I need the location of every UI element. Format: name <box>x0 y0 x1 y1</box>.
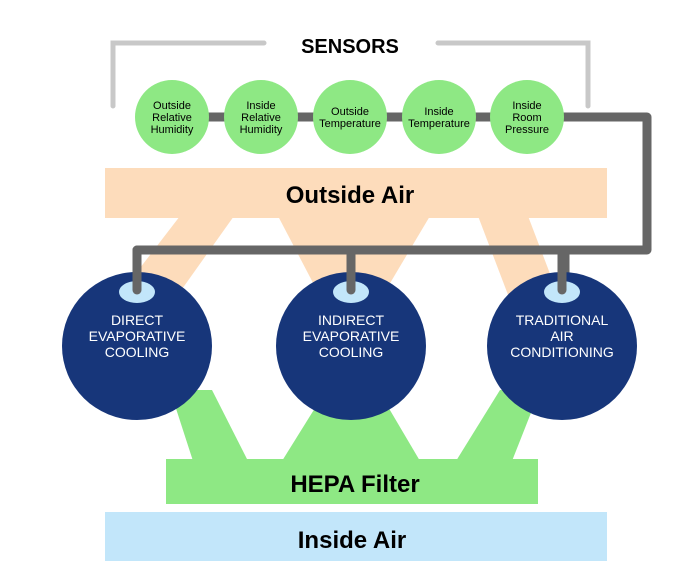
cooling-unit-label-line: TRADITIONAL <box>516 312 609 328</box>
sensor-label-line: Humidity <box>240 124 283 136</box>
inside-air-label: Inside Air <box>298 527 406 554</box>
sensor-circle <box>135 80 209 154</box>
outside-air-label: Outside Air <box>286 182 414 209</box>
hepa-filter-label: HEPA Filter <box>290 471 419 498</box>
cooling-unit-label-line: COOLING <box>105 344 170 360</box>
sensor-circle <box>490 80 564 154</box>
sensor-label-line: Relative <box>241 112 281 124</box>
sensor-label-line: Pressure <box>505 124 549 136</box>
sensor-label-line: Temperature <box>408 118 470 130</box>
cooling-unit-label-line: EVAPORATIVE <box>303 328 400 344</box>
cooling-unit-label-line: CONDITIONING <box>510 344 613 360</box>
sensors-bracket-right <box>435 40 591 109</box>
sensor-circle <box>224 80 298 154</box>
outside-air-band <box>105 168 607 218</box>
cooling-unit-circle <box>62 272 212 420</box>
hepa-funnels <box>170 390 540 461</box>
sensor-label-line: Temperature <box>319 118 381 130</box>
cooling-unit-label-line: AIR <box>550 328 573 344</box>
sensor-circle <box>402 80 476 154</box>
sensor-label-line: Outside <box>331 106 369 118</box>
sensor-label-line: Room <box>512 112 541 124</box>
sensor-label-line: Relative <box>152 112 192 124</box>
sensor-label-line: Outside <box>153 100 191 112</box>
cooling-unit-circle <box>487 272 637 420</box>
sensors-bracket-left <box>110 40 267 109</box>
hepa-filter-band <box>166 459 538 504</box>
inside-air-band <box>105 512 607 561</box>
cooling-unit-label-line: EVAPORATIVE <box>89 328 186 344</box>
sensor-circle <box>313 80 387 154</box>
cooling-unit-label-line: COOLING <box>319 344 384 360</box>
sensor-label-line: Inside <box>424 106 453 118</box>
sensor-label-line: Humidity <box>151 124 194 136</box>
sensor-label-line: Inside <box>246 100 275 112</box>
sensor-label-line: Inside <box>512 100 541 112</box>
cooling-unit-circle <box>276 272 426 420</box>
sensors-title: SENSORS <box>301 36 399 58</box>
cooling-unit-label-line: DIRECT <box>111 312 164 328</box>
cooling-unit-label-line: INDIRECT <box>318 312 385 328</box>
